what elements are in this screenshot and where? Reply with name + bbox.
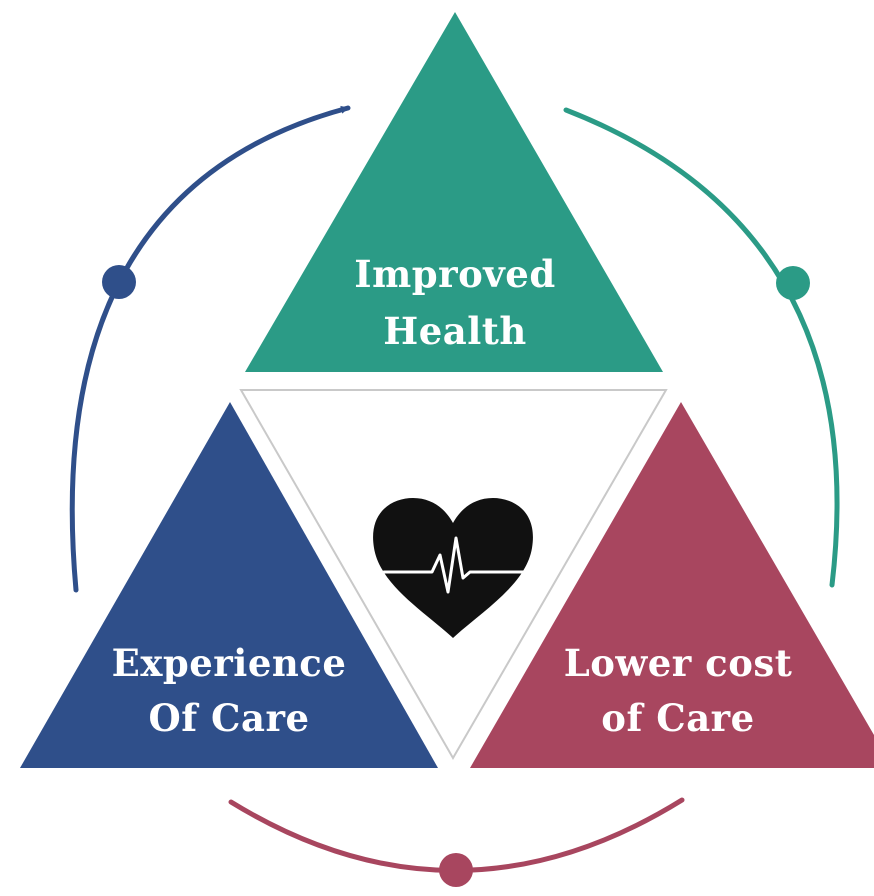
heart-pulse-icon — [373, 498, 533, 638]
right-arc-dot — [776, 266, 810, 300]
top-triangle — [245, 12, 663, 372]
right-label-line1: Lower cost — [564, 641, 793, 685]
top-label-line1: Improved — [354, 252, 555, 296]
left-label-line2: Of Care — [149, 696, 310, 740]
left-label-line1: Experience — [112, 641, 347, 685]
left-arc-dot — [102, 265, 136, 299]
right-label-line2: of Care — [601, 696, 754, 740]
left-triangle — [20, 402, 438, 768]
top-label-line2: Health — [383, 309, 527, 353]
bottom-arc-dot — [439, 853, 473, 887]
right-triangle — [470, 402, 874, 768]
